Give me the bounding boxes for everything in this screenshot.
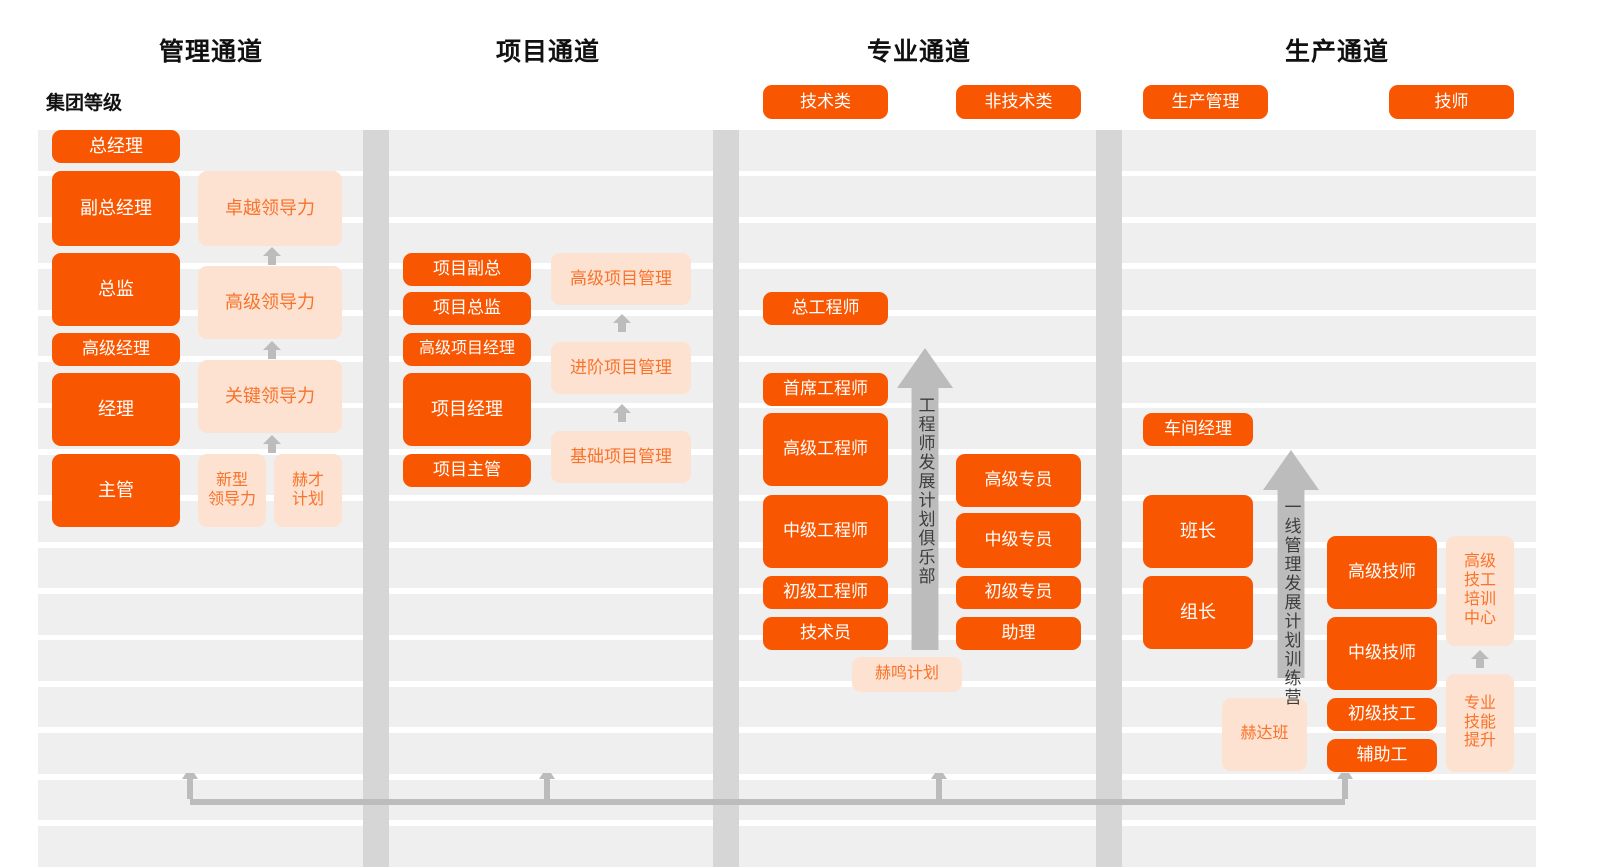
box-proj-director[interactable]: 项目总监 — [403, 292, 531, 325]
big-arrow-shape — [1263, 450, 1319, 683]
box-senior-mgr[interactable]: 高级经理 — [52, 333, 180, 366]
box-heming-plan[interactable]: 赫鸣计划 — [852, 657, 962, 692]
box-hecai-plan[interactable]: 赫才 计划 — [274, 454, 342, 527]
box-group-leader[interactable]: 组长 — [1143, 576, 1253, 649]
box-skill-upgrade[interactable]: 专业 技能 提升 — [1446, 674, 1514, 772]
box-junior-specialist[interactable]: 初级专员 — [956, 576, 1081, 609]
box-proj-mgr[interactable]: 项目经理 — [403, 373, 531, 446]
box-principal-eng[interactable]: 首席工程师 — [763, 373, 888, 406]
box-heda-class[interactable]: 赫达班 — [1222, 698, 1307, 771]
box-assistant[interactable]: 助理 — [956, 617, 1081, 650]
subheader-nontech[interactable]: 非技术类 — [956, 85, 1081, 119]
box-proj-supervisor[interactable]: 项目主管 — [403, 454, 531, 487]
box-senior-technician[interactable]: 高级技师 — [1327, 536, 1437, 609]
box-director[interactable]: 总监 — [52, 253, 180, 326]
box-senior-eng[interactable]: 高级工程师 — [763, 413, 888, 486]
box-technician-role[interactable]: 技术员 — [763, 617, 888, 650]
box-workshop-mgr[interactable]: 车间经理 — [1143, 413, 1253, 446]
big-arrow-shape — [897, 348, 953, 655]
box-manager[interactable]: 经理 — [52, 373, 180, 446]
box-helper-worker[interactable]: 辅助工 — [1327, 739, 1437, 772]
channel-title-professional: 专业通道 — [866, 38, 972, 66]
box-junior-worker[interactable]: 初级技工 — [1327, 698, 1437, 731]
big-arrow-label-engineer-dev-club: 工程师发展计划俱乐部 — [915, 396, 935, 586]
box-deputy-gm[interactable]: 副总经理 — [52, 171, 180, 246]
up-arrow-icon — [1470, 649, 1490, 669]
box-mid-proj-mgmt[interactable]: 进阶项目管理 — [551, 342, 691, 394]
box-gm[interactable]: 总经理 — [52, 130, 180, 163]
channel-title-project: 项目通道 — [495, 38, 601, 66]
box-excellent-leadership[interactable]: 卓越领导力 — [198, 171, 342, 246]
box-proj-vp[interactable]: 项目副总 — [403, 253, 531, 286]
box-mid-eng[interactable]: 中级工程师 — [763, 495, 888, 568]
subheader-prodmgmt[interactable]: 生产管理 — [1143, 85, 1268, 119]
up-arrow-icon — [612, 313, 632, 333]
box-senior-proj-mgr[interactable]: 高级项目经理 — [403, 333, 531, 366]
big-up-arrow-engineer-dev-club: 工程师发展计划俱乐部 — [897, 348, 953, 650]
channel-title-production: 生产通道 — [1284, 38, 1390, 66]
box-mid-technician[interactable]: 中级技师 — [1327, 617, 1437, 690]
grade-row-stripe — [38, 733, 1536, 774]
box-mid-specialist[interactable]: 中级专员 — [956, 513, 1081, 568]
channel-title-management: 管理通道 — [158, 38, 264, 66]
box-chief-engineer[interactable]: 总工程师 — [763, 292, 888, 325]
subheader-tech[interactable]: 技术类 — [763, 85, 888, 119]
box-senior-specialist[interactable]: 高级专员 — [956, 454, 1081, 507]
grade-axis-label: 集团等级 — [46, 93, 123, 114]
bottom-progression-axis — [0, 767, 1600, 833]
subheader-technician[interactable]: 技师 — [1389, 85, 1514, 119]
box-senior-worker-training[interactable]: 高级 技工 培训 中心 — [1446, 536, 1514, 646]
box-basic-proj-mgmt[interactable]: 基础项目管理 — [551, 431, 691, 483]
box-adv-proj-mgmt[interactable]: 高级项目管理 — [551, 253, 691, 305]
big-arrow-label-frontline-mgmt-camp: 一线管理发展计划训练营 — [1281, 498, 1301, 707]
up-arrow-icon — [262, 246, 282, 266]
channel-separator-2 — [713, 130, 739, 867]
box-junior-eng[interactable]: 初级工程师 — [763, 576, 888, 609]
up-arrow-icon — [612, 403, 632, 423]
grade-row-stripe — [38, 130, 1536, 171]
big-up-arrow-frontline-mgmt-camp: 一线管理发展计划训练营 — [1263, 450, 1319, 707]
box-key-leadership[interactable]: 关键领导力 — [198, 360, 342, 433]
channel-separator-1 — [363, 130, 389, 867]
up-arrow-icon — [262, 434, 282, 454]
box-new-leadership[interactable]: 新型 领导力 — [198, 454, 266, 527]
box-team-leader[interactable]: 班长 — [1143, 495, 1253, 568]
grade-row-stripe — [38, 686, 1536, 728]
up-arrow-icon — [262, 340, 282, 360]
channel-separator-3 — [1096, 130, 1122, 867]
box-senior-leadership[interactable]: 高级领导力 — [198, 266, 342, 339]
box-supervisor[interactable]: 主管 — [52, 454, 180, 527]
